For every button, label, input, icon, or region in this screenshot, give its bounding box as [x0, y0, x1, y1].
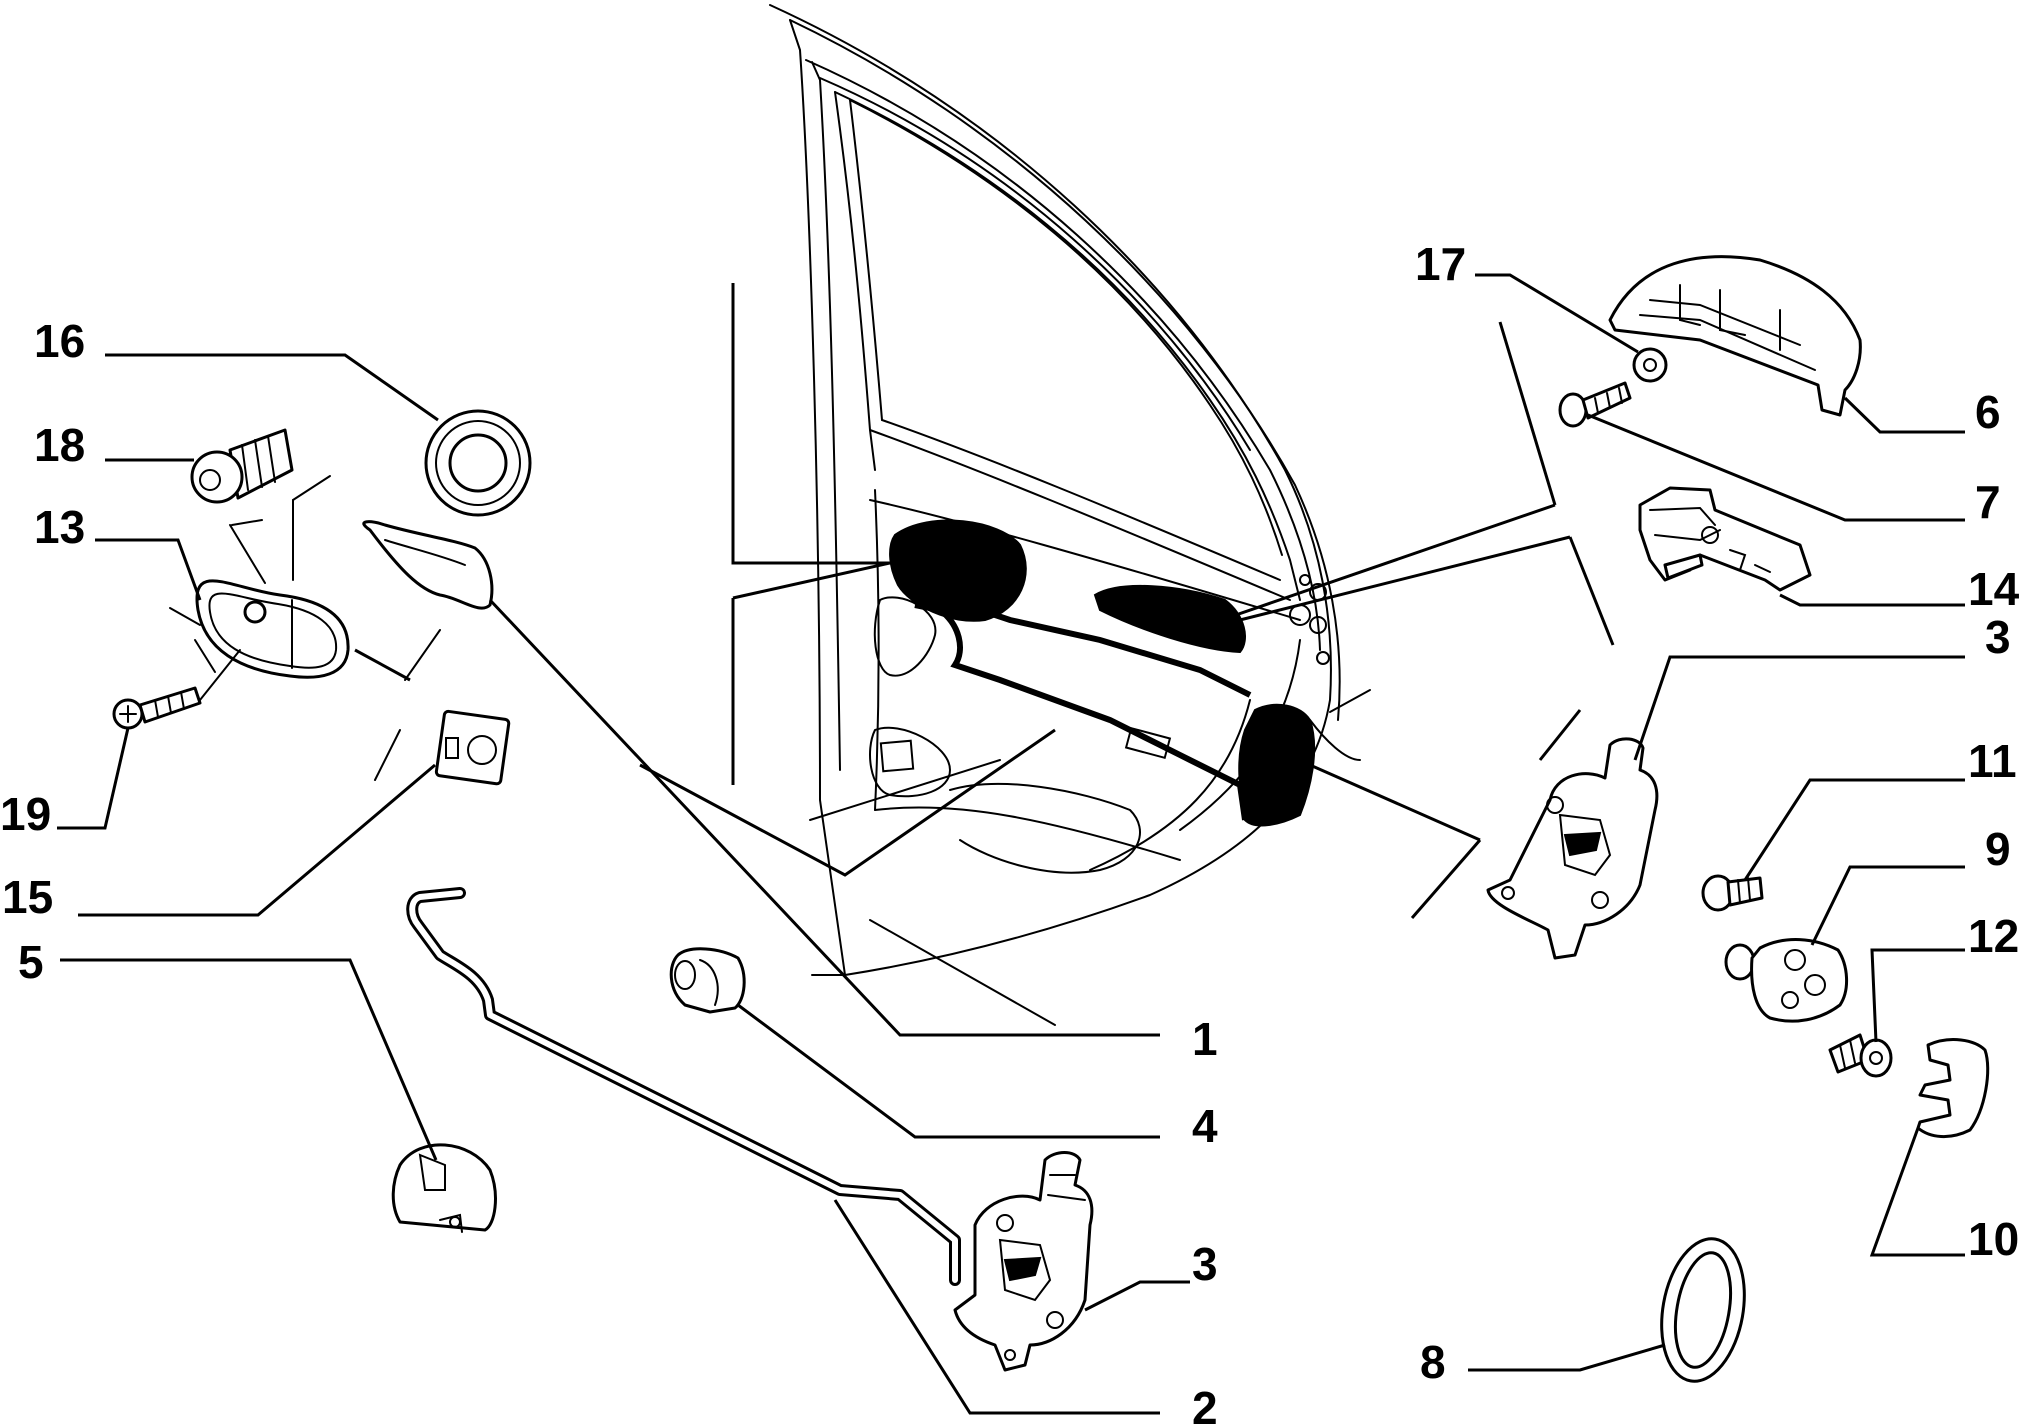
callout-8: 8	[1420, 1336, 1446, 1388]
part-5-cap	[60, 958, 497, 1233]
callout-18: 18	[34, 419, 85, 471]
part-11-bolt	[1701, 778, 1965, 912]
part-6-outer-handle	[1608, 255, 1965, 434]
callout-3-upper: 3	[1985, 611, 2011, 663]
part-7-bolt	[1558, 381, 1965, 522]
part-9-striker-plate	[1724, 865, 1965, 1023]
part-17-washer	[1475, 273, 1668, 383]
callout-14: 14	[1968, 563, 2020, 615]
callout-17: 17	[1415, 238, 1466, 290]
part-8-grommet	[1468, 1237, 1746, 1383]
part-12-screw	[1828, 948, 1965, 1078]
part-2-rod	[406, 887, 1160, 1415]
callout-3-lower: 3	[1192, 1238, 1218, 1290]
part-3-latch-lower	[953, 1151, 1190, 1372]
callout-1: 1	[1192, 1013, 1218, 1065]
part-13-handle-surround	[95, 475, 441, 781]
callout-5: 5	[18, 936, 44, 988]
callout-9: 9	[1985, 823, 2011, 875]
part-15-plate	[78, 709, 511, 917]
door-panel	[769, 4, 1371, 976]
callout-19: 19	[0, 788, 51, 840]
callout-15: 15	[2, 871, 53, 923]
part-10-shim	[1869, 1038, 1990, 1257]
callout-13: 13	[34, 501, 85, 553]
part-16-gasket	[105, 353, 532, 517]
part-14-bracket	[1638, 486, 1965, 607]
callout-6: 6	[1975, 386, 2001, 438]
callout-4: 4	[1192, 1100, 1218, 1152]
callout-16: 16	[34, 315, 85, 367]
part-3-latch-upper	[1486, 655, 1965, 960]
callout-labels: 1 2 3 3 4 5 6 7 8 9 10 11 12 13 14 15 16…	[0, 238, 2020, 1424]
part-4-clip	[669, 947, 1160, 1139]
part-18-plug	[105, 428, 294, 504]
door-leader-lines	[639, 283, 1615, 1026]
callout-11: 11	[1968, 735, 2017, 787]
part-1-inner-handle	[362, 520, 1160, 1037]
callout-12: 12	[1968, 910, 2019, 962]
callout-10: 10	[1968, 1213, 2019, 1265]
callout-7: 7	[1975, 476, 2001, 528]
part-19-screw	[57, 649, 241, 830]
callout-2: 2	[1192, 1382, 1218, 1424]
